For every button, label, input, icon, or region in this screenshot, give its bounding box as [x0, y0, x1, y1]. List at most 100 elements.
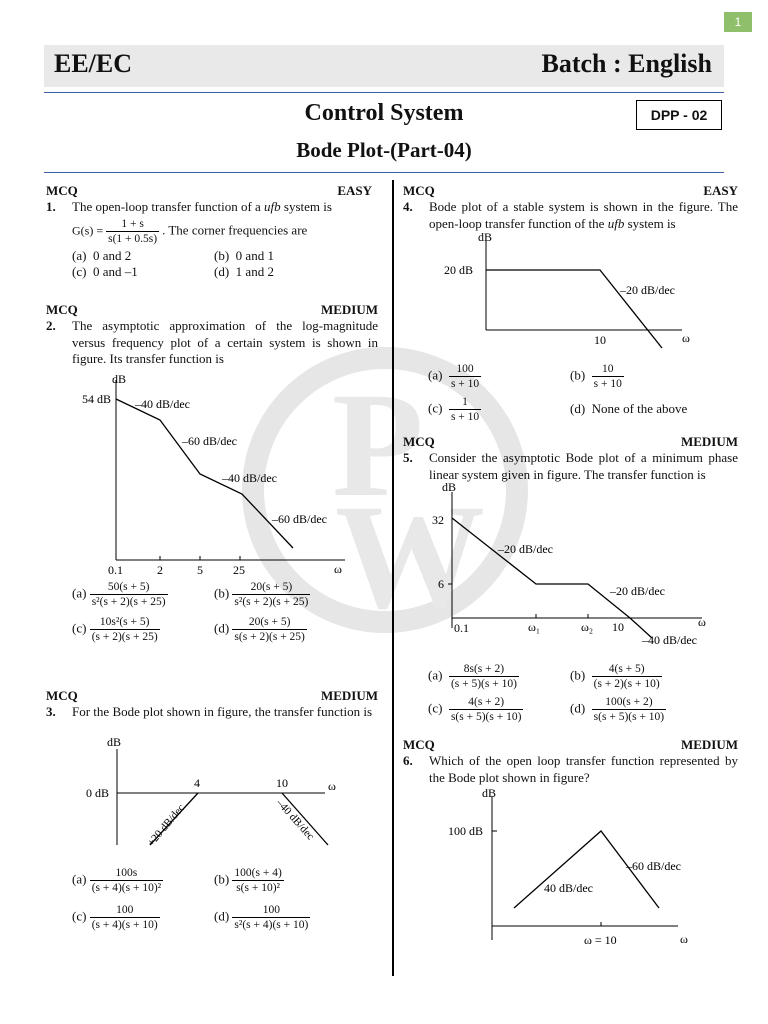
- x-tick: ω = 10: [584, 933, 617, 947]
- question-text: For the Bode plot shown in figure, the t…: [72, 704, 373, 719]
- x-tick: ω₂: [581, 620, 593, 634]
- option-a[interactable]: (a) 0 and 2: [72, 247, 132, 263]
- page-subtitle: Bode Plot-(Part-04): [296, 138, 472, 162]
- slope-label: –60 dB/dec: [625, 859, 681, 873]
- option-b[interactable]: (b) 100(s + 4)s(s + 10)²: [214, 867, 284, 894]
- option-c[interactable]: (c) 100(s + 4)(s + 10): [72, 904, 160, 931]
- difficulty-tag: MEDIUM: [320, 688, 378, 703]
- header-bar: EE/EC Batch : English: [44, 45, 724, 87]
- y-axis-label: dB: [478, 230, 492, 244]
- question-text: . The corner frequencies are: [162, 221, 308, 237]
- option-d[interactable]: (d) None of the above: [570, 401, 688, 416]
- options: (a) 8s(s + 2)(s + 5)(s + 10) (b) 4(s + 5…: [428, 662, 728, 724]
- page-title: Control System: [304, 100, 464, 126]
- x-tick: 0.1: [108, 563, 123, 577]
- x-tick: 0.1: [454, 621, 469, 635]
- header-left: EE/EC: [54, 49, 133, 78]
- difficulty-tag: MEDIUM: [680, 737, 738, 752]
- question-text: Consider the asymptotic Bode plot of a m…: [429, 450, 738, 482]
- slope-label: –40 dB/dec: [273, 796, 316, 842]
- dpp-badge: DPP - 02: [636, 100, 722, 130]
- y-axis-label: dB: [482, 786, 496, 800]
- watermark-logo: P W: [242, 347, 528, 635]
- question-type: MCQ: [403, 434, 435, 449]
- option-b[interactable]: (b) 4(s + 5)(s + 2)(s + 10): [570, 663, 662, 690]
- slope-label: –20 dB/dec: [619, 283, 675, 297]
- x-axis-label: ω: [334, 562, 342, 576]
- slope-label: –20 dB/dec: [497, 542, 553, 556]
- x-axis-label: ω: [698, 615, 706, 629]
- slope-label: –40 dB/dec: [134, 397, 190, 411]
- x-tick: 2: [157, 563, 163, 577]
- option-b[interactable]: (b) 0 and 1: [214, 247, 274, 263]
- plot-curve: [149, 792, 199, 846]
- question-text: The asymptotic approximation of the log-…: [72, 318, 378, 366]
- x-tick: 10: [612, 620, 624, 634]
- question-text: Bode plot of a stable system is shown in…: [429, 199, 738, 231]
- page-number: 1: [724, 12, 752, 32]
- x-tick: 10: [276, 776, 288, 790]
- option-d[interactable]: (d) 1 and 2: [214, 263, 274, 279]
- question-type: MCQ: [403, 737, 435, 752]
- option-a[interactable]: (a) 8s(s + 2)(s + 5)(s + 10): [428, 663, 519, 690]
- question-4: MCQ EASY 4. Bode plot of a stable system…: [403, 183, 738, 232]
- slope-label: –60 dB/dec: [271, 512, 327, 526]
- question-text-em: ufb: [607, 215, 625, 231]
- option-c[interactable]: (c) 4(s + 2)s(s + 5)(s + 10): [428, 696, 524, 723]
- question-number: 6.: [403, 753, 413, 768]
- options: (a) 0 and 2 (b) 0 and 1 (c) 0 and –1 (d)…: [72, 248, 372, 280]
- divider: [44, 172, 724, 173]
- question-text-em: ufb: [264, 199, 281, 214]
- y-axis-label: dB: [442, 480, 456, 494]
- question-number: 5.: [403, 450, 413, 465]
- option-b[interactable]: (b) 20(s + 5)s²(s + 2)(s + 25): [214, 581, 311, 608]
- x-tick: ω₁: [528, 620, 540, 634]
- x-tick: 5: [197, 563, 203, 577]
- slope-label: –40 dB/dec: [641, 633, 697, 647]
- plot-curve: [451, 517, 653, 639]
- gs-label: G(s) =: [72, 222, 104, 237]
- bode-plot-q4: dB 20 dB –20 dB/dec 10 ω: [444, 230, 690, 349]
- question-type: MCQ: [46, 688, 78, 703]
- option-d[interactable]: (d) 20(s + 5)s(s + 2)(s + 25): [214, 616, 307, 643]
- x-axis-label: ω: [682, 331, 690, 345]
- y-axis-label: dB: [107, 735, 121, 749]
- question-text: system is: [624, 215, 676, 231]
- bode-plot-q6: dB 100 dB 40 dB/dec –60 dB/dec ω = 10 ω: [448, 786, 688, 947]
- option-c[interactable]: (c) 0 and –1: [72, 263, 138, 279]
- question-text: Which of the open loop transfer function…: [429, 753, 738, 785]
- slope-label: –40 dB/dec: [221, 471, 277, 485]
- question-6: MCQ MEDIUM 6. Which of the open loop tra…: [403, 737, 738, 786]
- option-a[interactable]: (a) 50(s + 5)s²(s + 2)(s + 25): [72, 581, 168, 608]
- option-a[interactable]: (a) 100s(s + 4)(s + 10)²: [72, 867, 164, 894]
- difficulty-tag: EASY: [337, 183, 372, 198]
- bode-plot-q2: dB 54 dB –40 dB/dec –60 dB/dec –40 dB/de…: [82, 372, 345, 577]
- question-3: MCQ MEDIUM 3. For the Bode plot shown in…: [46, 688, 378, 721]
- question-text: The open-loop transfer function of a: [72, 199, 265, 214]
- y-tick: 6: [438, 577, 444, 591]
- svg-text:W: W: [335, 474, 485, 635]
- y-tick: 0 dB: [86, 786, 109, 800]
- option-c[interactable]: (c) 10s²(s + 5)(s + 2)(s + 25): [72, 616, 160, 643]
- bode-plot-q3: dB 0 dB 4 10 ω +20 dB/dec –40 dB/dec: [86, 735, 336, 849]
- question-type: MCQ: [403, 183, 435, 198]
- column-divider: [392, 180, 394, 976]
- slope-label: –60 dB/dec: [181, 434, 237, 448]
- slope-label: –20 dB/dec: [609, 584, 665, 598]
- y-axis-label: dB: [112, 372, 126, 386]
- svg-text:P: P: [332, 362, 424, 528]
- options: (a) 100s(s + 4)(s + 10)² (b) 100(s + 4)s…: [72, 866, 382, 932]
- plot-curve: [486, 269, 663, 349]
- option-d[interactable]: (d) 100(s + 2)s(s + 5)(s + 10): [570, 696, 667, 723]
- x-tick: 10: [594, 333, 606, 347]
- bode-plot-q5: dB 32 6 –20 dB/dec –20 dB/dec –40 dB/dec…: [432, 480, 706, 647]
- header-right: Batch : English: [541, 49, 713, 78]
- difficulty-tag: EASY: [703, 183, 738, 198]
- question-1: MCQ EASY 1. The open-loop transfer funct…: [46, 183, 372, 280]
